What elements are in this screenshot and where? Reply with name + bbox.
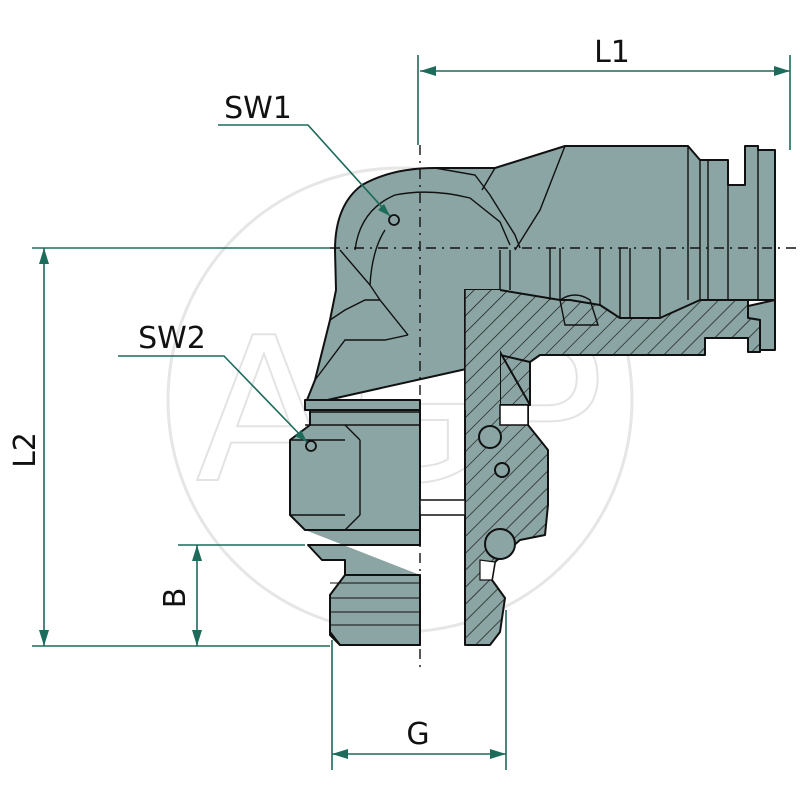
callout-sw1: SW1 (218, 91, 391, 217)
elbow-fitting (289, 145, 776, 646)
g-arrow-left (332, 749, 348, 759)
l2-arrow-top (39, 248, 49, 264)
b-arrow-top (192, 545, 202, 561)
callout-sw2: SW2 (118, 321, 308, 443)
l1-arrow-right (774, 66, 790, 76)
dimension-b: B (158, 544, 305, 646)
sw2-leader (118, 355, 308, 443)
hex-nut-body (289, 404, 421, 531)
elbow-facet-6 (481, 167, 496, 191)
sw2-label: SW2 (138, 321, 206, 356)
dimension-l2: L2 (8, 247, 330, 647)
sw1-label: SW1 (224, 91, 292, 126)
sw1-leader (218, 124, 391, 217)
collar (304, 399, 421, 411)
sw2-arrow (295, 430, 307, 442)
arm-ball (559, 294, 599, 326)
elbow-inner-curve (354, 191, 511, 251)
inner-recess (499, 404, 529, 426)
ball-upper (478, 425, 502, 449)
elbow-body (304, 145, 776, 406)
elbow-facet-3 (329, 299, 380, 321)
bore-slot (419, 499, 466, 516)
b-label: B (158, 588, 193, 609)
l1-arrow-left (420, 66, 436, 76)
g-label: G (406, 717, 429, 752)
arm-grooves (499, 248, 661, 318)
elbow-facet-4 (314, 334, 409, 381)
hex-facet-b (344, 424, 361, 441)
b-arrow-bottom (192, 630, 202, 646)
l2-arrow-bottom (39, 630, 49, 646)
o-ring (484, 528, 516, 560)
dimension-g: G (331, 610, 507, 770)
seal-groove (479, 559, 496, 581)
elbow-facet-2 (369, 229, 386, 286)
thread-stem (329, 574, 421, 646)
dimension-l1: L1 (417, 35, 791, 150)
sw1-marker (388, 214, 400, 226)
ball-middle (494, 462, 510, 478)
arm-facet-1 (514, 145, 566, 251)
l1-label: L1 (594, 35, 630, 70)
elbow-facet-5 (434, 167, 521, 249)
l2-label: L2 (8, 432, 43, 468)
sw1-arrow (378, 204, 390, 216)
g-arrow-right (490, 749, 506, 759)
hex-facet-d (344, 514, 361, 531)
elbow-facet-1 (339, 249, 409, 336)
sw2-marker (305, 440, 317, 452)
section-fill-left (465, 290, 500, 410)
